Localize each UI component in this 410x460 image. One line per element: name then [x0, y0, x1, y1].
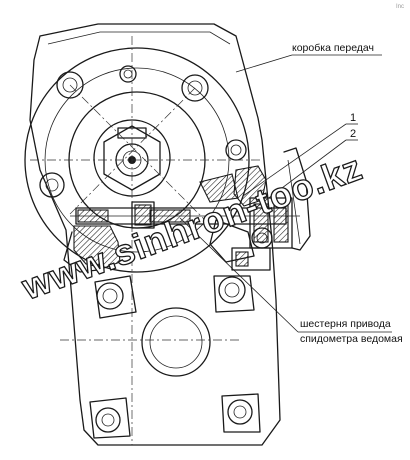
housing-lip: [63, 231, 99, 273]
housing-inner-edge: [47, 31, 231, 45]
leader-gear: [179, 217, 299, 333]
leader-2: [249, 139, 347, 213]
watermark: www.sinhron-too.kz: [16, 146, 368, 308]
flange-bolts: [39, 65, 247, 198]
gearbox-housing-outline: [29, 23, 281, 446]
leader-gearbox: [235, 54, 293, 73]
lower-port: [141, 307, 211, 377]
lower-housing-section: [73, 225, 121, 269]
driven-gear-assembly: [199, 147, 311, 271]
label-gear-line1: шестерня привода: [300, 318, 391, 330]
lower-bolts: [89, 275, 261, 439]
label-gearbox: коробка передач: [292, 42, 374, 54]
callout-1: 1: [350, 112, 356, 124]
callout-2: 2: [350, 128, 356, 140]
corner-mark: Inc: [396, 4, 404, 10]
label-gear-line2: спидометра ведомая: [300, 333, 403, 345]
top-flange-outer: [24, 47, 250, 273]
leader-1: [242, 123, 347, 197]
drive-shaft: [70, 201, 300, 229]
